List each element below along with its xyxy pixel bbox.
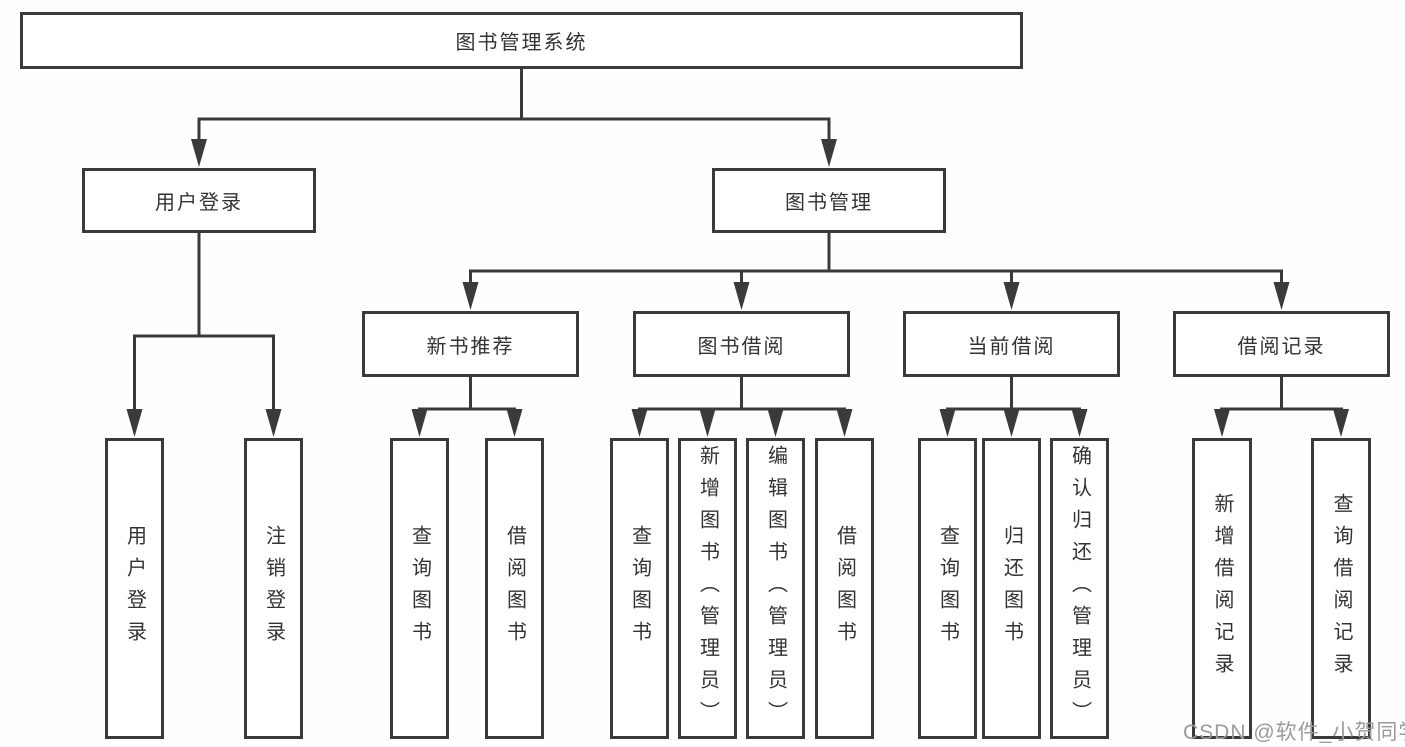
connector-arrow [1071,409,1088,437]
connector-arrow [191,139,207,167]
leaf-edit-book-admin-label: 编辑图书（管理员） [764,444,787,733]
leaf-query-books-current: 查询图书 [918,438,977,739]
leaf-add-book-admin: 新增图书（管理员） [678,438,737,739]
node-book-borrow-label: 图书借阅 [697,335,786,358]
leaf-logout-label: 注销登录 [262,524,285,653]
connector-arrow [462,282,479,310]
leaf-user-login-label: 用户登录 [123,524,146,653]
leaf-query-books-current-label: 查询图书 [936,524,959,653]
connector-arrow [265,409,282,437]
leaf-query-borrow-record: 查询借阅记录 [1311,438,1371,739]
leaf-add-borrow-record-label: 新增借阅记录 [1211,492,1233,685]
connector-arrow [506,409,523,437]
connector-arrow [1333,409,1349,437]
leaf-borrow-books-recommend: 借阅图书 [485,438,544,739]
node-current-borrow-label: 当前借阅 [967,335,1056,358]
leaf-logout: 注销登录 [244,438,303,739]
connector-arrow [411,409,428,437]
leaf-add-borrow-record: 新增借阅记录 [1192,438,1252,739]
csdn-watermark: CSDN @软件_小贺同学 [1183,721,1405,744]
node-root-label: 图书管理系统 [455,32,588,54]
connector-arrow [126,409,143,437]
leaf-query-books-recommend-label: 查询图书 [408,524,431,653]
leaf-borrow-books: 借阅图书 [815,438,874,739]
connector-arrow [733,282,750,310]
leaf-return-books-label: 归还图书 [1000,524,1023,653]
node-new-book-recommend-label: 新书推荐 [426,335,515,358]
leaf-add-book-admin-label: 新增图书（管理员） [696,444,719,733]
leaf-return-books: 归还图书 [982,438,1041,739]
leaf-query-books-recommend: 查询图书 [390,438,449,739]
connector-arrow [1003,282,1020,310]
leaf-borrow-books-recommend-label: 借阅图书 [503,524,526,653]
connector-arrow [821,139,837,167]
leaf-query-books-borrow-label: 查询图书 [628,524,651,653]
node-user-login: 用户登录 [82,168,316,233]
node-current-borrow: 当前借阅 [903,311,1120,377]
leaf-confirm-return-admin: 确认归还（管理员） [1050,438,1109,739]
node-user-login-label: 用户登录 [155,192,243,214]
connector-arrow [1003,409,1020,437]
node-book-management: 图书管理 [712,168,946,233]
connector-arrow [939,409,956,437]
leaf-confirm-return-admin-label: 确认归还（管理员） [1068,444,1091,733]
leaf-query-borrow-record-label: 查询借阅记录 [1330,492,1352,685]
connector-arrow [836,409,853,437]
node-new-book-recommend: 新书推荐 [362,311,579,377]
connector-arrow [1273,282,1290,310]
connector-arrow [1214,409,1230,437]
leaf-user-login: 用户登录 [105,438,164,739]
leaf-query-books-borrow: 查询图书 [610,438,669,739]
node-root: 图书管理系统 [20,12,1023,69]
leaf-edit-book-admin: 编辑图书（管理员） [746,438,805,739]
node-borrow-records-label: 借阅记录 [1237,335,1326,358]
node-book-borrow: 图书借阅 [633,311,850,377]
connector-arrow [699,409,716,437]
node-borrow-records: 借阅记录 [1173,311,1390,377]
leaf-borrow-books-label: 借阅图书 [833,524,856,653]
connector-arrow [767,409,784,437]
connector-arrow [631,409,648,437]
node-book-management-label: 图书管理 [785,192,873,214]
